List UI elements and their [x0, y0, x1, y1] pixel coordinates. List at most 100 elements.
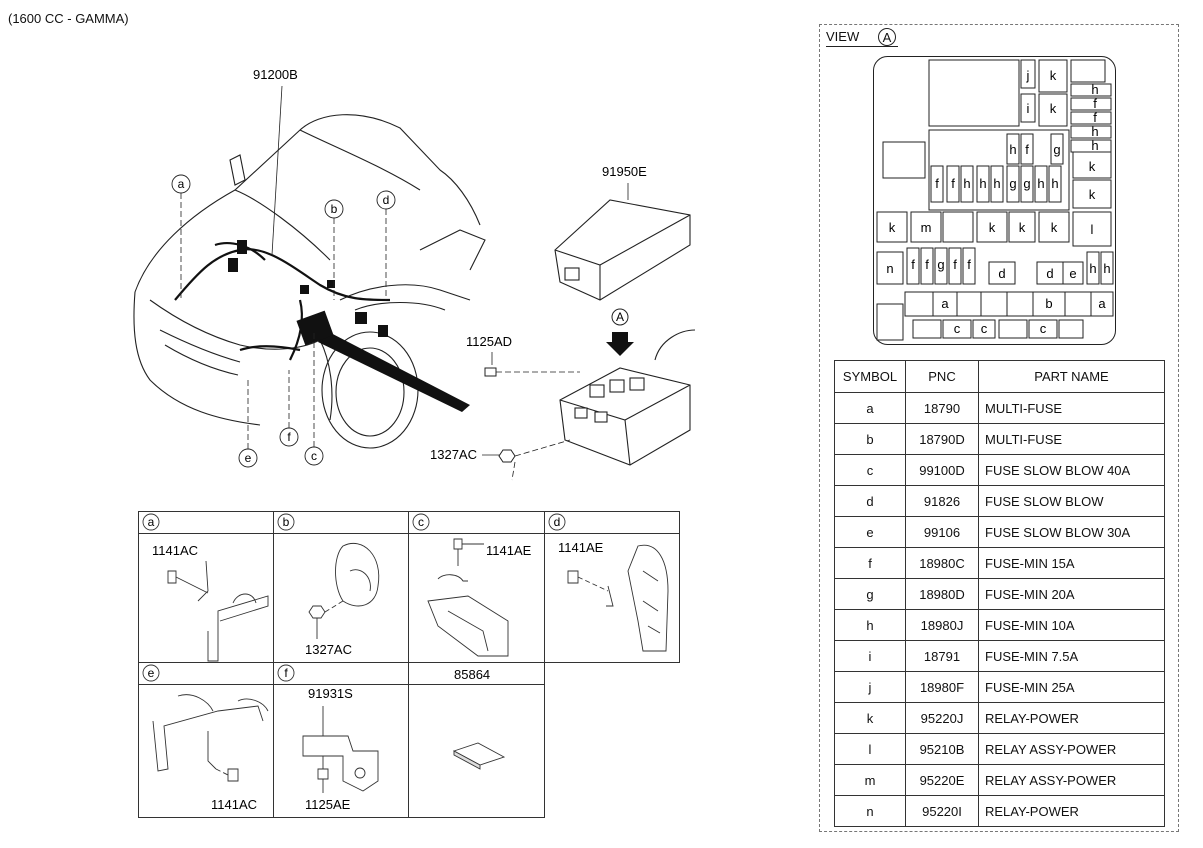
fuse-label: a	[941, 296, 949, 311]
callout-f: f	[287, 430, 291, 444]
detail-tag-b: b	[283, 515, 290, 529]
row-part-name: FUSE SLOW BLOW 40A	[978, 454, 1165, 486]
fuse-label: a	[1098, 296, 1106, 311]
row-pnc: 18980J	[905, 609, 979, 641]
fuse-label: l	[1091, 222, 1094, 237]
fuse-label: k	[1050, 68, 1057, 83]
fuse-label: f	[1025, 142, 1029, 157]
fuse-box-cover	[554, 199, 691, 301]
fuse-label: f	[953, 257, 957, 272]
main-diagram: 91200B 91950E A 1125AD 1327AC	[133, 67, 696, 481]
row-part-name: FUSE-MIN 25A	[978, 671, 1165, 703]
detail-tag-a: a	[148, 515, 155, 529]
row-symbol: c	[834, 454, 906, 486]
fuse-label: c	[954, 321, 961, 336]
row-pnc: 95220I	[905, 795, 979, 827]
fuse-label: c	[1040, 321, 1047, 336]
fuse-label: k	[1089, 187, 1096, 202]
row-pnc: 18790D	[905, 423, 979, 455]
fuse-label: k	[1051, 220, 1058, 235]
fuse-label: f	[925, 257, 929, 272]
fuse-label: h	[1103, 261, 1110, 276]
row-symbol: d	[834, 485, 906, 517]
fuse-label: h	[1051, 176, 1058, 191]
fuse-label: e	[1069, 266, 1076, 281]
detail-b-part: 1327AC	[305, 642, 352, 657]
row-pnc: 18980D	[905, 578, 979, 610]
fuse-label: k	[1089, 159, 1096, 174]
fuse-label: f	[911, 257, 915, 272]
fuse-label: i	[1027, 101, 1030, 116]
row-pnc: 99106	[905, 516, 979, 548]
fuse-box-layout: j k i k h f f h h h f g k k f f h h h g …	[873, 56, 1116, 345]
row-pnc: 91826	[905, 485, 979, 517]
row-part-name: FUSE-MIN 7.5A	[978, 640, 1165, 672]
header-symbol: SYMBOL	[834, 360, 906, 393]
fuse-label: h	[1091, 124, 1098, 139]
view-title-underline	[826, 46, 898, 47]
row-part-name: FUSE SLOW BLOW	[978, 485, 1165, 517]
harness-ribbon	[318, 330, 470, 412]
row-symbol: f	[834, 547, 906, 579]
row-symbol: m	[834, 764, 906, 796]
detail-tag-f: f	[284, 666, 288, 680]
fuse-label: g	[1009, 176, 1016, 191]
fuse-label: h	[1037, 176, 1044, 191]
fuse-label: k	[1019, 220, 1026, 235]
callout-d: d	[383, 193, 390, 207]
callout-b: b	[331, 202, 338, 216]
view-title: VIEW	[826, 29, 860, 44]
callout-e: e	[245, 451, 252, 465]
detail-c-part: 1141AE	[486, 543, 532, 558]
fuse-label: h	[979, 176, 986, 191]
row-part-name: RELAY ASSY-POWER	[978, 764, 1165, 796]
row-part-name: MULTI-FUSE	[978, 392, 1165, 424]
row-part-name: FUSE-MIN 10A	[978, 609, 1165, 641]
detail-e-part: 1141AC	[211, 797, 257, 812]
row-symbol: n	[834, 795, 906, 827]
row-symbol: k	[834, 702, 906, 734]
fuse-label: j	[1026, 68, 1030, 83]
row-symbol: l	[834, 733, 906, 765]
fuse-label: k	[989, 220, 996, 235]
fuse-label: k	[889, 220, 896, 235]
callout-a: a	[178, 177, 185, 191]
row-part-name: MULTI-FUSE	[978, 423, 1165, 455]
detail-f-part-2: 1125AE	[305, 797, 351, 812]
fuse-label: f	[1093, 110, 1097, 125]
fuse-label: b	[1045, 296, 1052, 311]
row-pnc: 18980F	[905, 671, 979, 703]
fuse-label: c	[981, 321, 988, 336]
row-pnc: 99100D	[905, 454, 979, 486]
fuse-label: g	[937, 257, 944, 272]
row-symbol: j	[834, 671, 906, 703]
fuse-label: f	[967, 257, 971, 272]
parts-table-header: SYMBOL PNC PART NAME	[834, 360, 1165, 393]
row-part-name: RELAY-POWER	[978, 702, 1165, 734]
fuse-label: m	[921, 220, 932, 235]
bolt-part-label: 1125AD	[466, 334, 512, 349]
cover-part-label: 91950E	[602, 164, 647, 179]
detail-tag-d: d	[554, 515, 561, 529]
fuse-label: h	[1009, 142, 1016, 157]
row-pnc: 95220E	[905, 764, 979, 796]
row-symbol: e	[834, 516, 906, 548]
view-a-panel	[819, 24, 1179, 832]
detail-a-part: 1141AC	[152, 543, 198, 558]
header-pnc: PNC	[905, 360, 979, 393]
row-part-name: FUSE-MIN 15A	[978, 547, 1165, 579]
row-symbol: g	[834, 578, 906, 610]
fuse-label: f	[951, 176, 955, 191]
row-symbol: b	[834, 423, 906, 455]
callout-c: c	[311, 449, 317, 463]
fuse-label: h	[993, 176, 1000, 191]
